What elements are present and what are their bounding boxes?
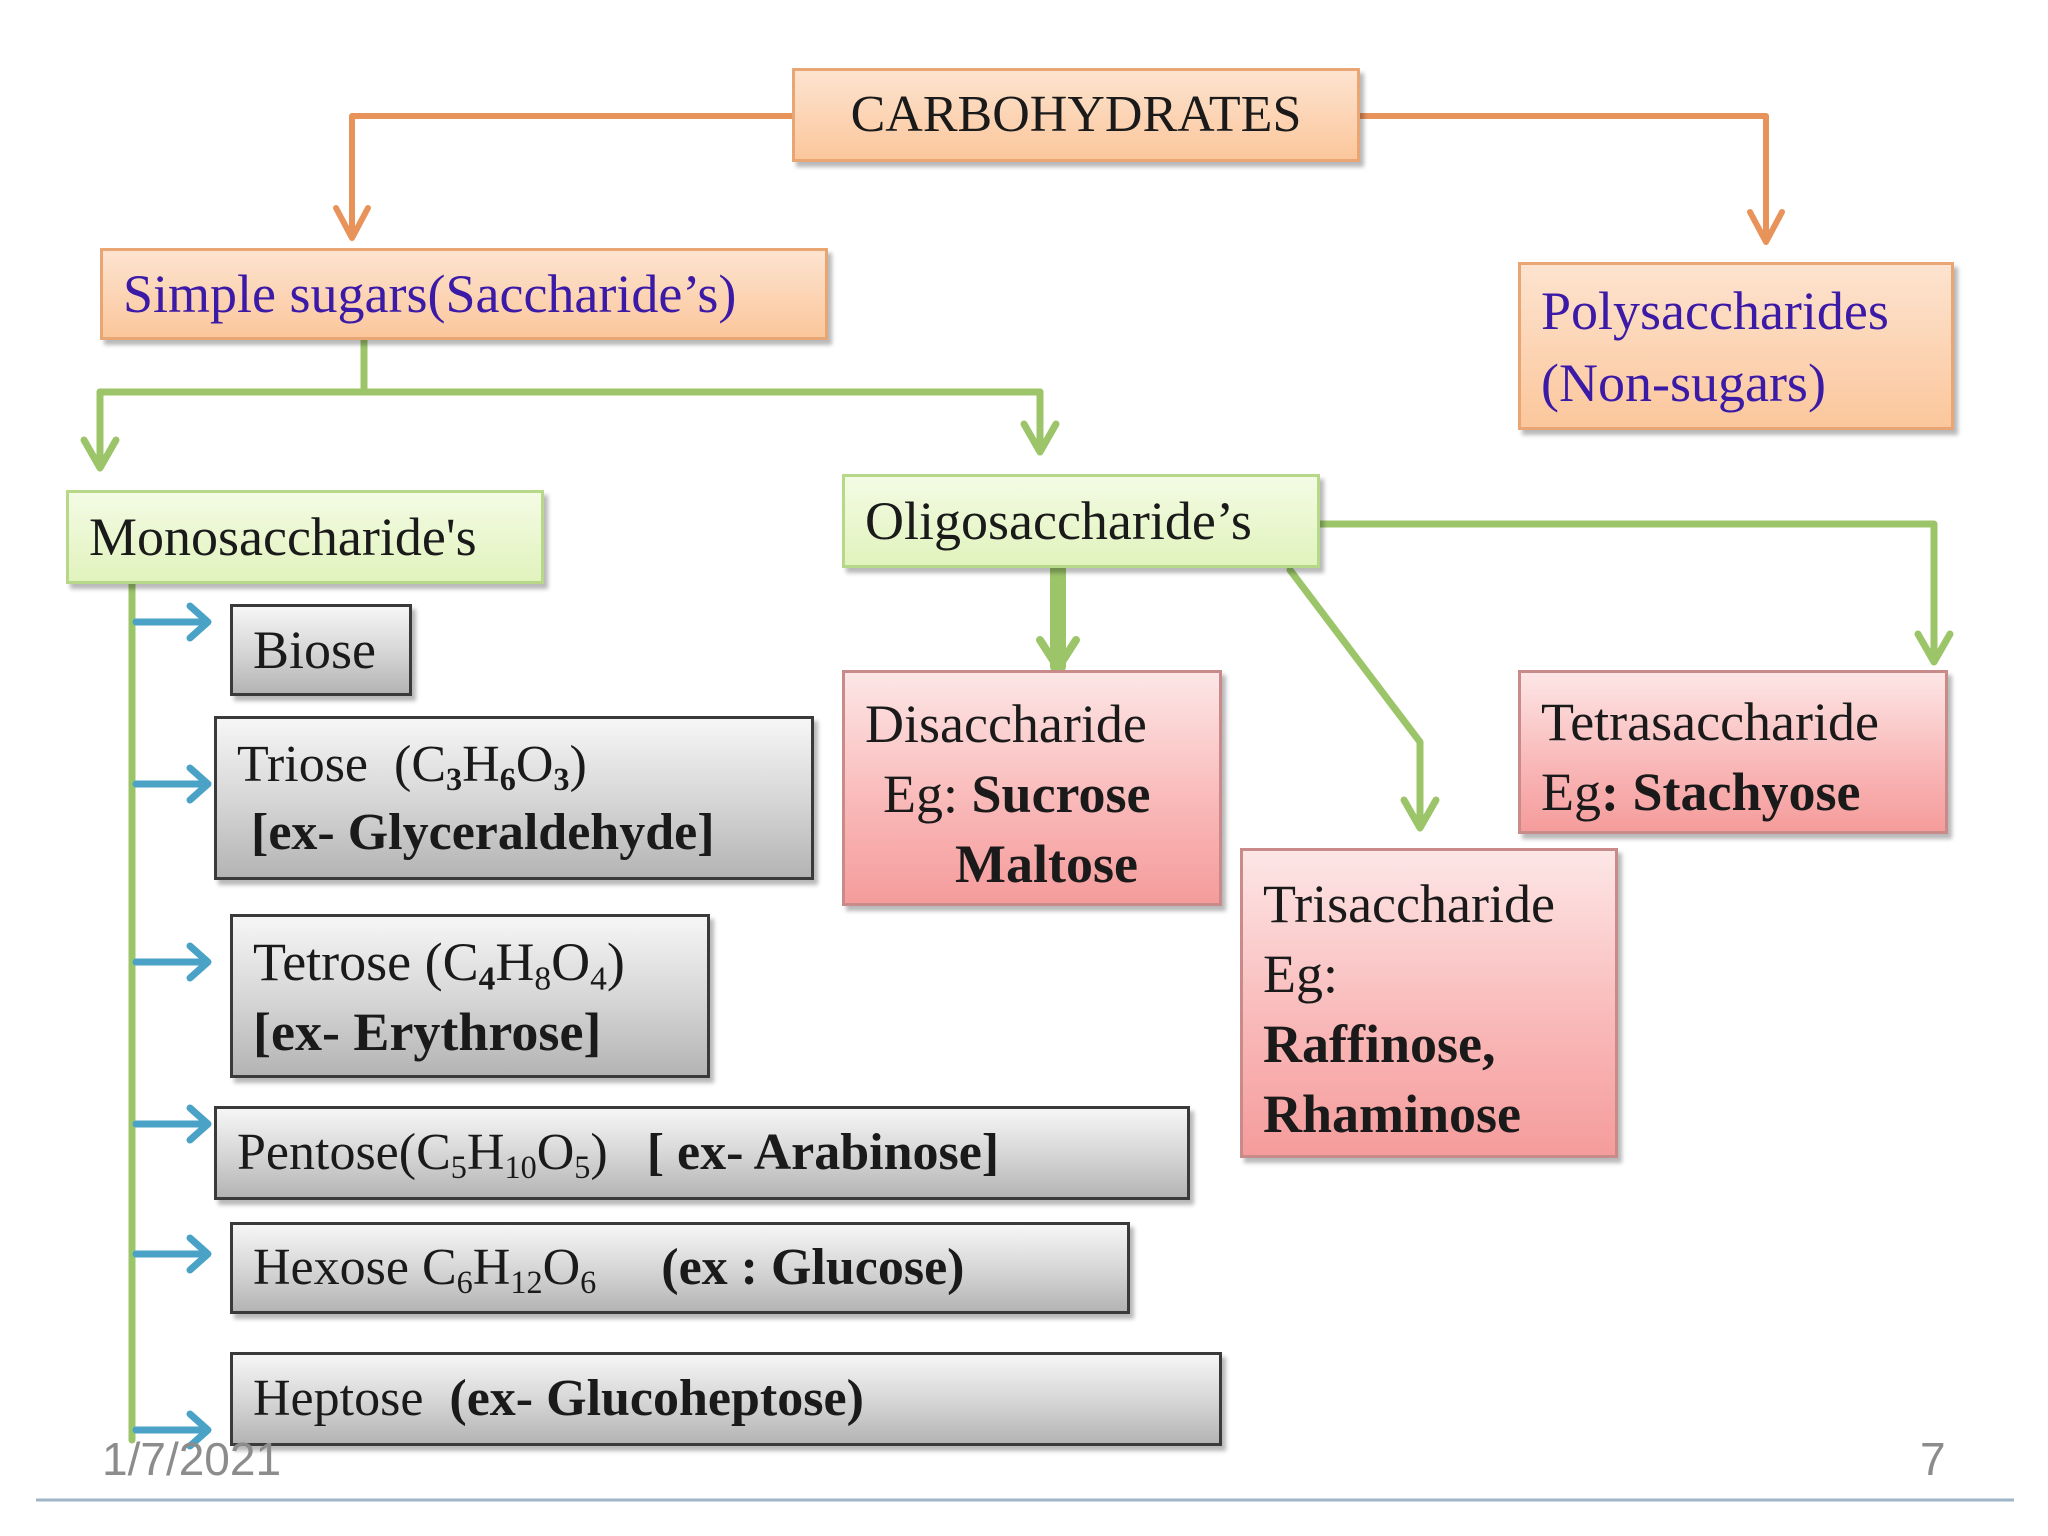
pentose-line: Pentose(C5H10O5) [ ex- Arabinose] [237,1124,1000,1186]
monosaccharides-label: Monosaccharide's [89,507,477,567]
polysaccharides-line1: Polysaccharides [1541,281,1889,341]
arrowhead-tetra [1914,630,1954,666]
green-connectors [80,334,1954,1444]
simple-sugars-box: Simple sugars(Saccharide’s) [100,248,828,340]
trisaccharide-title: Trisaccharide [1263,874,1555,934]
heptose-example: (ex- Glucoheptose) [449,1370,864,1427]
polysaccharides-line2: (Non-sugars) [1541,353,1826,413]
disaccharide-title: Disaccharide [865,694,1147,754]
arrow-to-biose [132,602,212,642]
arrowhead-tri [1400,796,1440,832]
carbohydrates-box: CARBOHYDRATES [792,68,1360,162]
connector-to-polysaccharides [1360,113,1769,236]
arrow-to-tetrose [132,942,212,982]
tetrasaccharide-eg-line: Eg: Stachyose [1541,762,1861,822]
pentose-name: Pentose [237,1124,399,1181]
triose-example: [ex- Glyceraldehyde] [251,804,715,861]
triose-name: Triose [237,736,369,793]
heptose-box: Heptose (ex- Glucoheptose) [230,1352,1222,1446]
simple-sugars-label: Simple sugars(Saccharide’s) [123,264,737,324]
arrowhead-di [1036,636,1080,672]
trisaccharide-box: Trisaccharide Eg: Raffinose, Rhaminose [1240,848,1618,1158]
trisaccharide-eg: Eg: [1263,944,1338,1004]
tetrasaccharide-box: Tetrasaccharide Eg: Stachyose [1518,670,1948,834]
oligosaccharides-label: Oligosaccharide’s [865,491,1252,551]
connector-simple-to-mono-oligo [96,334,1044,396]
arrow-to-pentose [132,1104,212,1144]
footer-date: 1/7/2021 [102,1433,282,1485]
pentose-example: [ ex- Arabinose] [646,1124,1000,1181]
disaccharide-eg-line: Eg: Sucrose [883,764,1151,824]
arrowhead-mono [80,436,120,472]
connector-to-simple-sugars [349,113,792,232]
connector-oligo-to-tri [1286,566,1424,830]
heptose-name: Heptose [253,1370,424,1427]
carbohydrates-label: CARBOHYDRATES [850,86,1302,143]
disaccharide-example-2: Maltose [955,834,1138,894]
hexose-name: Hexose [253,1239,409,1296]
trisaccharide-example-1: Raffinose, [1263,1014,1496,1074]
hexose-line: Hexose C6H12O6 (ex : Glucose) [253,1239,965,1301]
oligosaccharides-box: Oligosaccharide’s [842,474,1320,568]
footer-page-number: 7 [1920,1433,1946,1485]
arrow-to-hexose [132,1234,212,1274]
orange-connectors [333,113,1785,245]
arrowhead-polysaccharides [1747,209,1785,245]
arrowhead-oligo [1020,420,1060,456]
polysaccharides-box: Polysaccharides (Non-sugars) [1518,262,1954,430]
monosaccharides-box: Monosaccharide's [66,490,544,584]
tetrose-name: Tetrose [253,932,412,992]
tetrose-box: Tetrose (C4H8O4) [ex- Erythrose] [230,914,710,1078]
pentose-box: Pentose(C5H10O5) [ ex- Arabinose] [214,1106,1190,1200]
disaccharide-example-1: Sucrose [971,764,1151,824]
disaccharide-box: Disaccharide Eg: Sucrose Maltose [842,670,1222,906]
triose-formula-line: Triose (C3H6O3) [237,736,587,798]
hexose-box: Hexose C6H12O6 (ex : Glucose) [230,1222,1130,1314]
tetrasaccharide-title: Tetrasaccharide [1541,692,1879,752]
tetrose-example: [ex- Erythrose] [253,1002,602,1062]
arrowhead-simple-sugars [333,205,371,241]
arrow-to-triose [132,764,212,804]
biose-label: Biose [253,620,377,680]
tetrose-formula-line: Tetrose (C4H8O4) [253,932,625,998]
blue-arrows [132,602,212,1450]
trisaccharide-example-2: Rhaminose [1263,1084,1522,1144]
hexose-example: (ex : Glucose) [661,1239,965,1296]
connector-oligo-to-tetra [1316,520,1938,664]
tetrasaccharide-example: : Stachyose [1601,762,1861,822]
heptose-line: Heptose (ex- Glucoheptose) [253,1355,1219,1443]
triose-box: Triose (C3H6O3) [ex- Glyceraldehyde] [214,716,814,880]
arrow-to-heptose [132,1410,212,1450]
biose-box: Biose [230,604,412,696]
